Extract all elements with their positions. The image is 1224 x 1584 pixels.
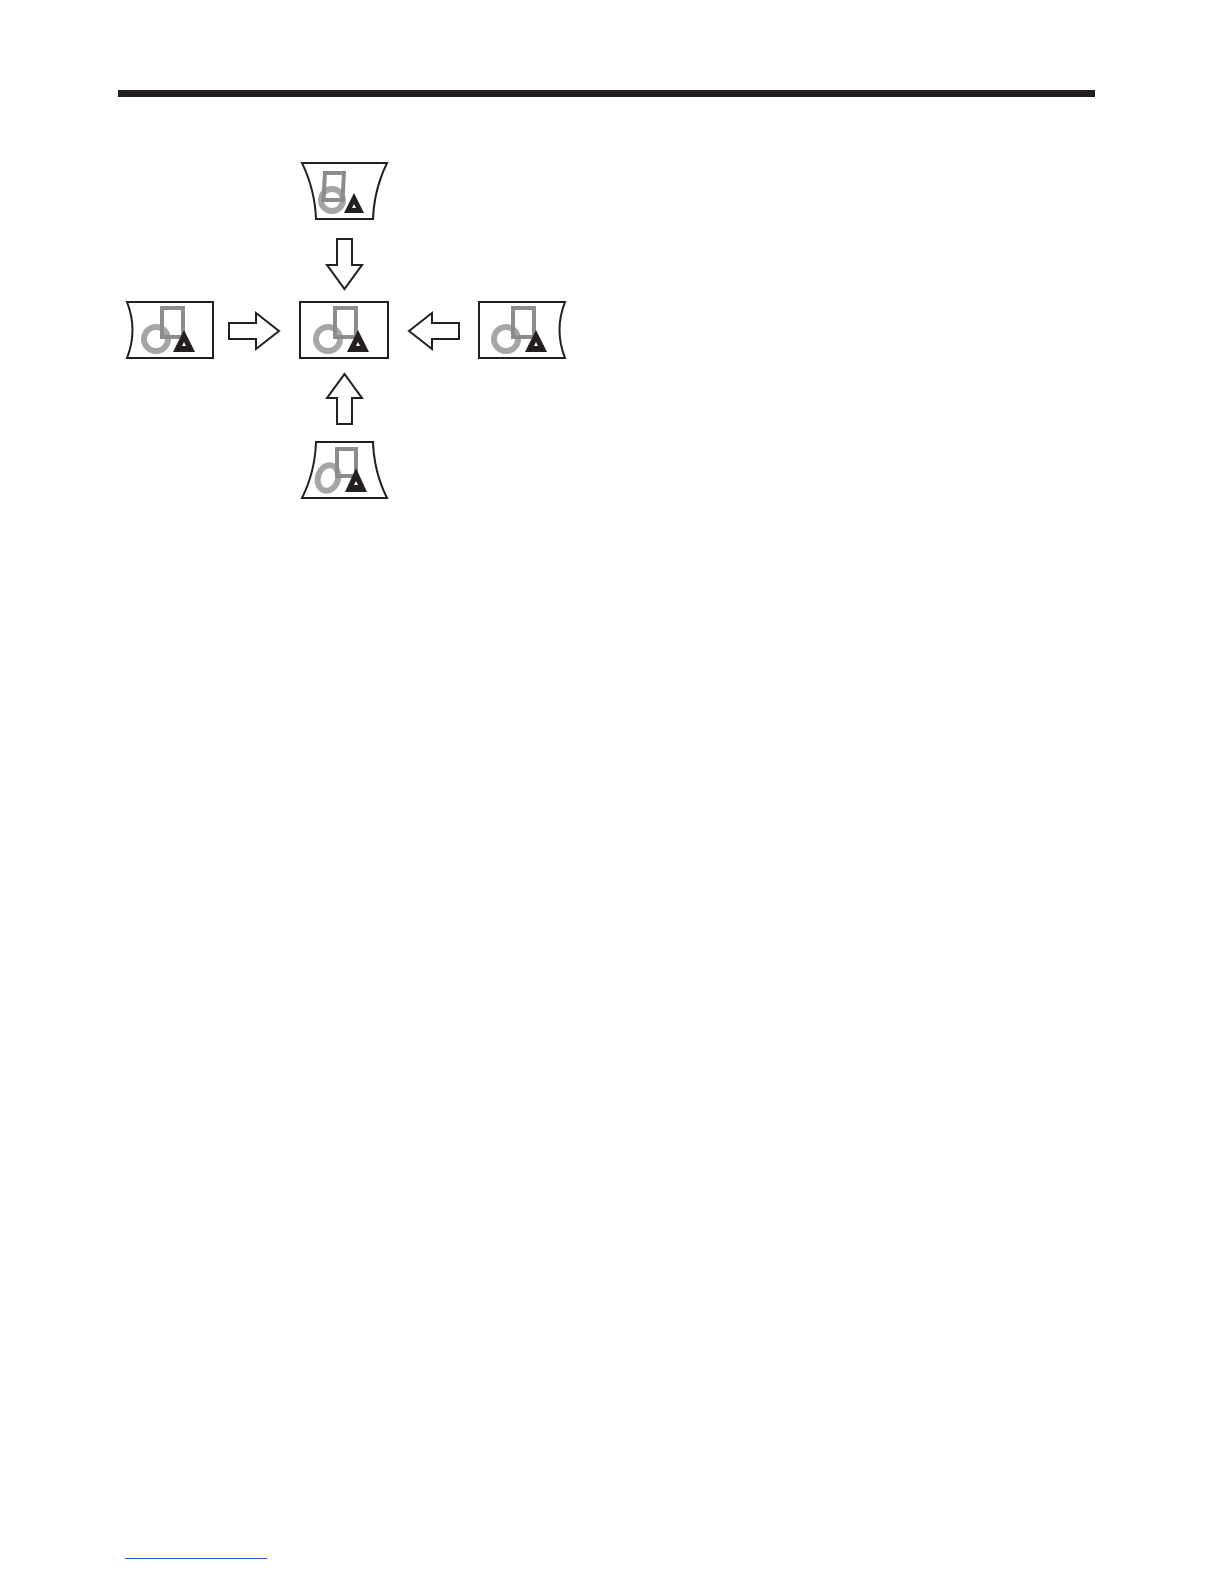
arrow-left-icon bbox=[409, 313, 459, 349]
panel-bottom bbox=[302, 442, 387, 498]
arrow-up-icon bbox=[327, 374, 362, 424]
arrow-down-icon bbox=[327, 239, 362, 289]
panel-right bbox=[479, 302, 565, 358]
arrow-right-icon bbox=[229, 313, 279, 349]
geometry-correction-diagram bbox=[0, 0, 620, 520]
panel-top bbox=[302, 163, 387, 219]
panel-center bbox=[300, 302, 388, 358]
footer-link-underline[interactable] bbox=[125, 1558, 267, 1559]
panel-left bbox=[127, 302, 213, 358]
